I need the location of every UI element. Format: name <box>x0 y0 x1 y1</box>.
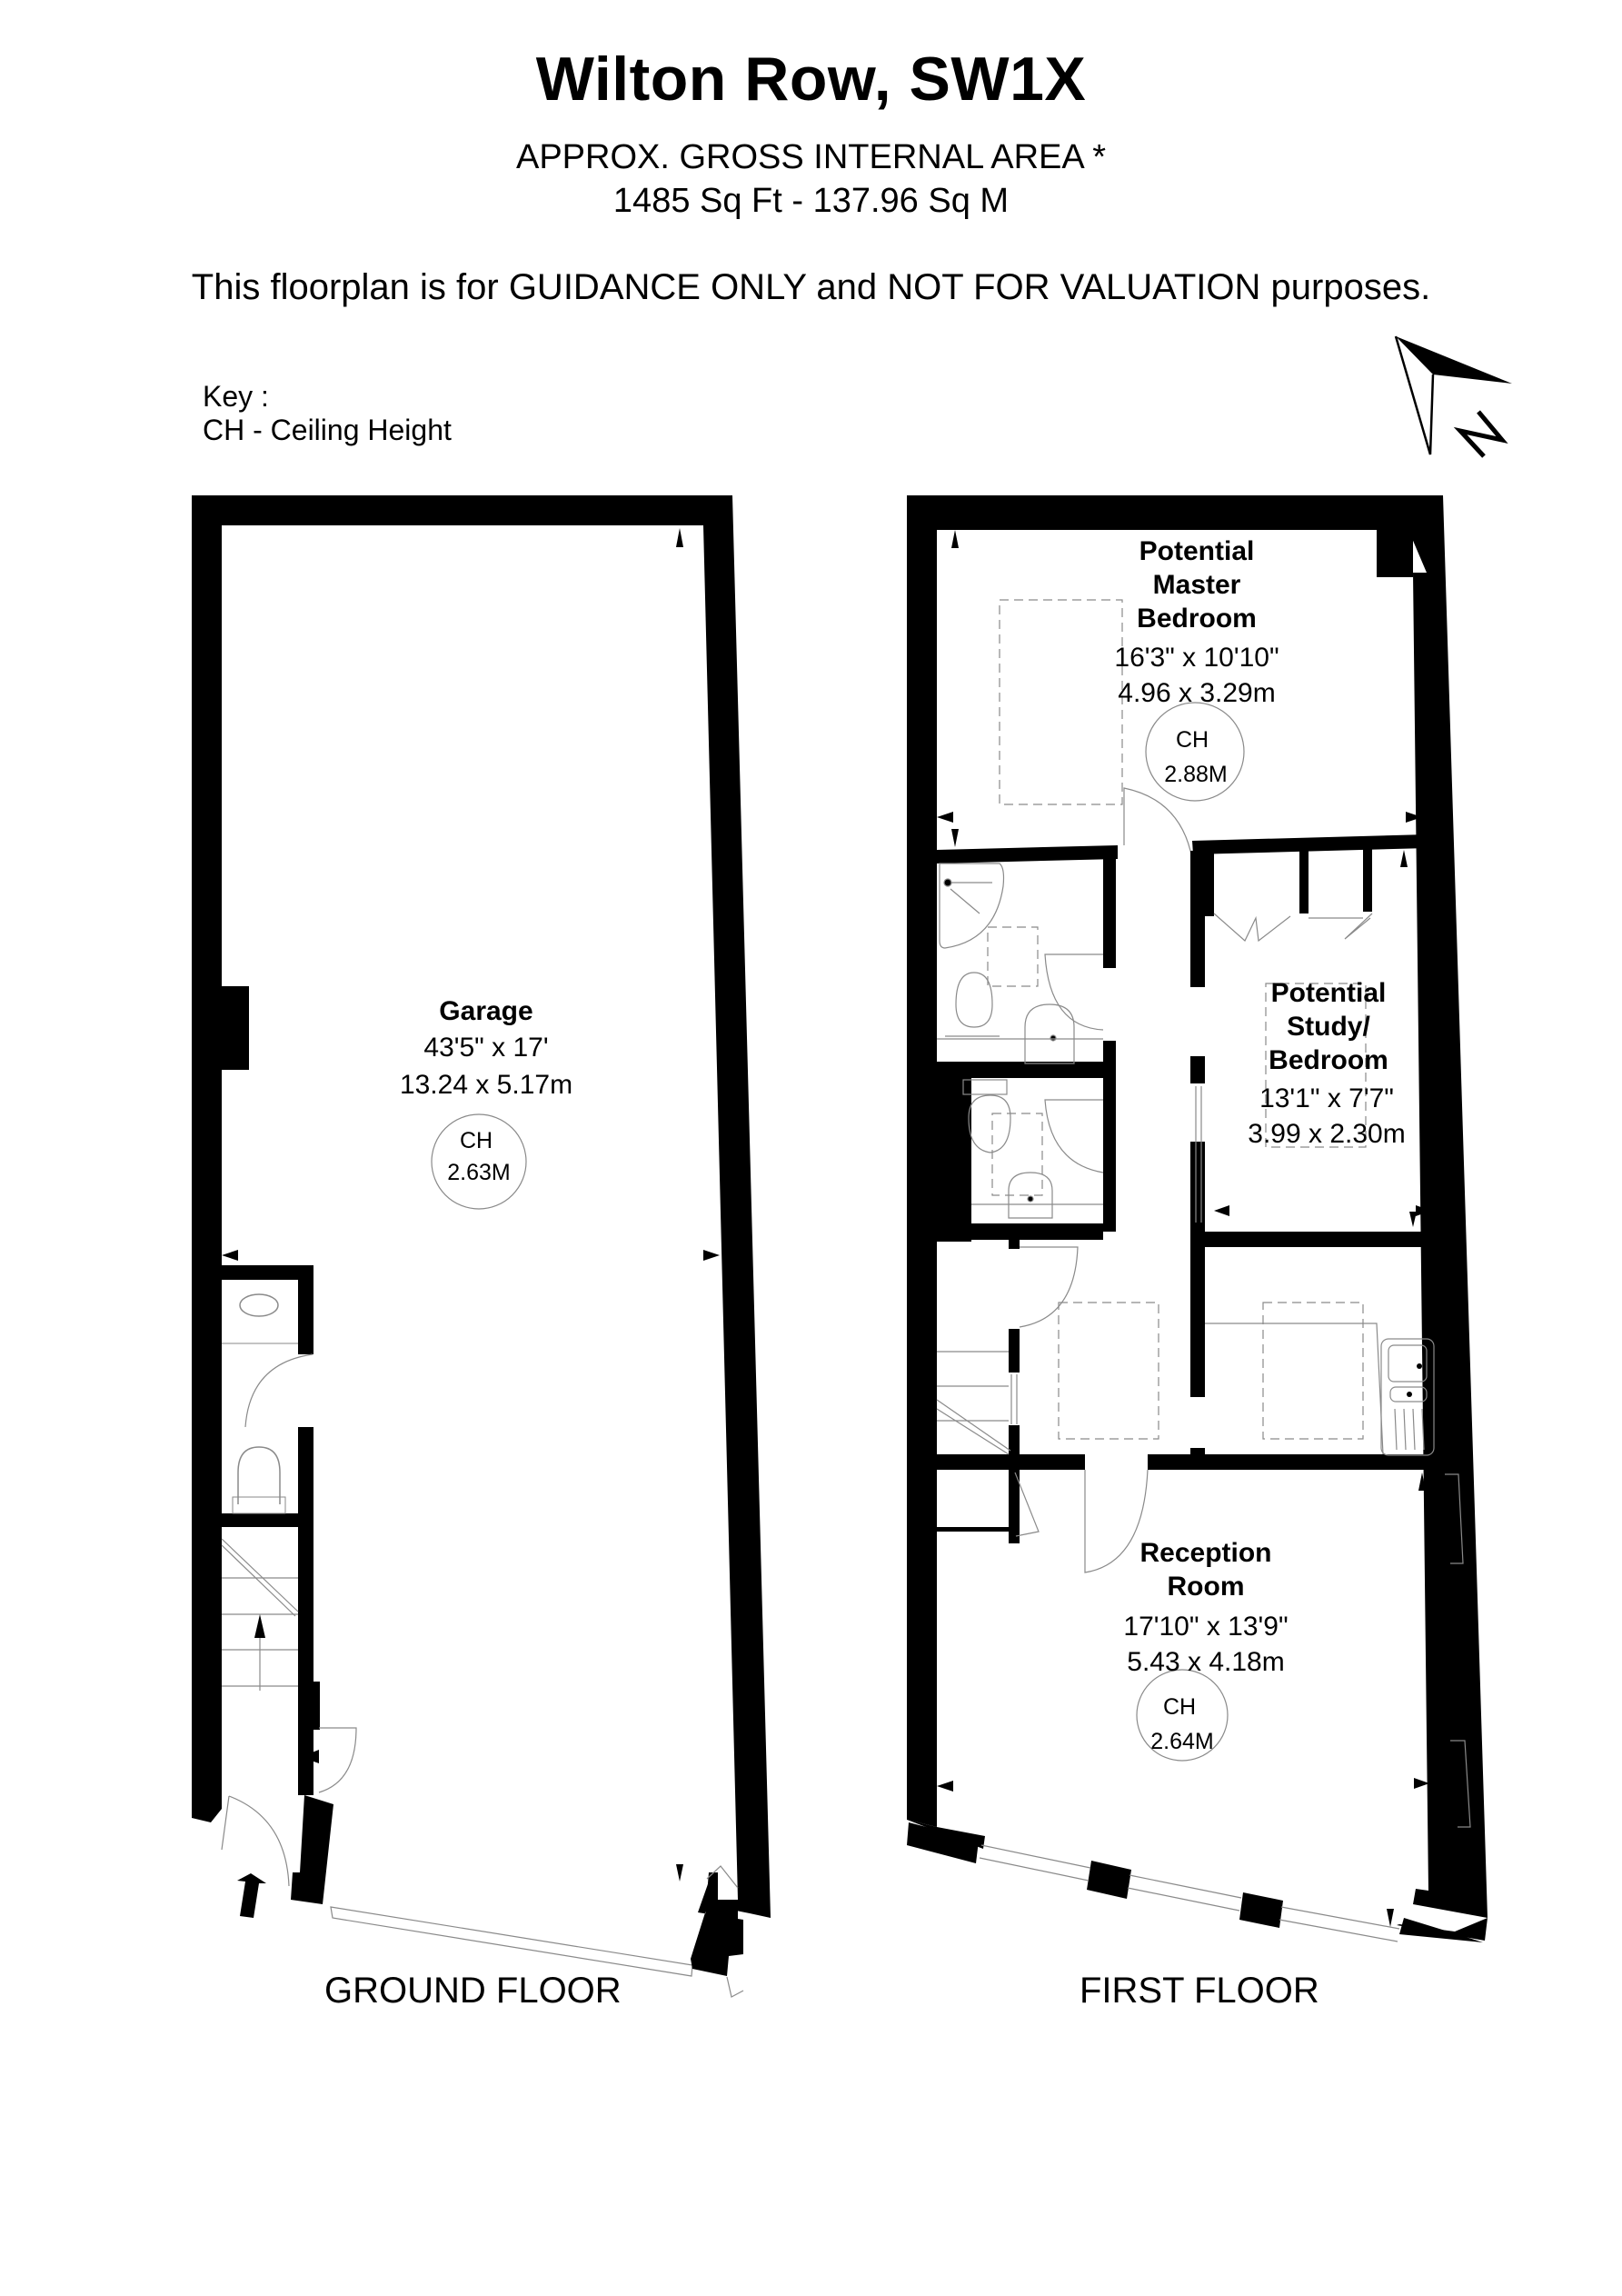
garage-dims-metric: 13.24 x 5.17m <box>400 1070 572 1100</box>
reception-dims-metric: 5.43 x 4.18m <box>1127 1647 1284 1677</box>
reception-ch-value: 2.64M <box>1150 1729 1213 1754</box>
study-name-line2: Study/ <box>1287 1012 1370 1042</box>
study-dims-imperial: 13'1" x 7'7" <box>1259 1083 1394 1113</box>
page-title: Wilton Row, SW1X <box>535 45 1087 114</box>
reception-name-line2: Room <box>1168 1572 1245 1602</box>
master-bedroom-ch-label: CH <box>1176 727 1209 753</box>
first-floor-walls <box>907 495 1488 1918</box>
master-bedroom-dims-imperial: 16'3" x 10'10" <box>1114 643 1279 673</box>
area-label: APPROX. GROSS INTERNAL AREA * <box>515 138 1106 176</box>
master-bedroom-name-line2: Master <box>1153 570 1241 600</box>
key-entry-ch: CH - Ceiling Height <box>203 414 452 446</box>
garage-dims-imperial: 43'5" x 17' <box>423 1033 548 1063</box>
disclaimer: This floorplan is for GUIDANCE ONLY and … <box>191 267 1431 307</box>
north-arrow-icon <box>1394 335 1512 458</box>
master-bedroom-dims-metric: 4.96 x 3.29m <box>1118 678 1275 708</box>
first-floor-plan <box>907 495 1488 1942</box>
study-dims-metric: 3.99 x 2.30m <box>1248 1119 1405 1149</box>
key-heading: Key : <box>203 380 269 413</box>
master-bedroom-name-line3: Bedroom <box>1137 604 1257 634</box>
garage-name: Garage <box>439 996 532 1026</box>
reception-ch-label: CH <box>1163 1694 1196 1720</box>
master-bedroom-ch-value: 2.88M <box>1164 762 1227 787</box>
ground-floor-plan <box>192 495 771 1998</box>
first-floor-label: FIRST FLOOR <box>1080 1971 1319 2011</box>
study-name-line3: Bedroom <box>1269 1045 1388 1075</box>
reception-dims-imperial: 17'10" x 13'9" <box>1123 1612 1288 1642</box>
garage-ch-label: CH <box>460 1128 493 1153</box>
master-bedroom-name-line1: Potential <box>1139 536 1255 566</box>
garage-ch-value: 2.63M <box>447 1160 510 1185</box>
ground-floor-walls <box>192 495 771 1918</box>
reception-name-line1: Reception <box>1139 1538 1271 1568</box>
entrance-arrow-icon <box>237 1873 266 1918</box>
area-value: 1485 Sq Ft - 137.96 Sq M <box>612 182 1010 220</box>
ground-floor-label: GROUND FLOOR <box>324 1971 622 2011</box>
study-name-line1: Potential <box>1271 978 1387 1008</box>
